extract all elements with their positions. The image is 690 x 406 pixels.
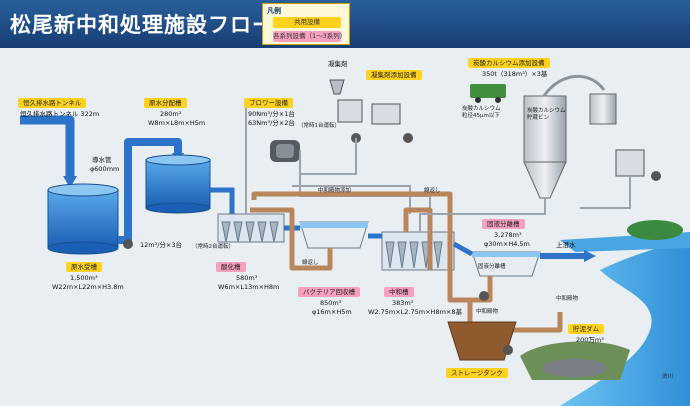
tunnel-spec: 恒久排水路トンネル 322m (20, 110, 100, 118)
clarifier-spec2: φ30m×H4.5m (484, 240, 530, 248)
raw-tank-label: 原水受槽 (66, 262, 102, 272)
storage-label: ストレージタンク (446, 368, 508, 378)
return-label-1: 線返し (302, 260, 319, 266)
blower-spec1: 90Nm³/分×1台 (248, 110, 295, 118)
neutralization-tank (381, 231, 455, 271)
conduit-pipe (118, 138, 182, 244)
sludge-line-label: 中和殿物 (556, 296, 579, 302)
oxidation-spec2: W6m×L13m×H8m (218, 283, 280, 291)
clarifier-label: 固液分離槽 (482, 219, 525, 229)
conduit-label: 導水管 (92, 156, 112, 164)
neutral-spec2: W2.75m×L2.75m×H8m×8基 (368, 308, 462, 316)
page-title: 松尾新中和処理施設フロー (10, 13, 274, 37)
raw-tank-spec1: 1,500m³ (70, 274, 98, 282)
clarifier-spec1: 3,278m³ (494, 231, 522, 239)
coagulant-tank-label: 凝集剤 (328, 60, 348, 68)
calcium-silo (523, 95, 567, 163)
bacteria-spec1: 850m³ (320, 299, 342, 307)
calcium-truck (470, 84, 506, 98)
neutral-label: 中和槽 (384, 287, 414, 297)
sludge-add-label: 中和殿物添加 (318, 188, 352, 194)
legend-title: 凡例 (267, 7, 281, 15)
calcium-hopper (589, 93, 617, 125)
coagulant-tank-2 (371, 103, 401, 125)
calcium-spec: 350t（318m³）×3基 (482, 70, 548, 78)
oxidation-label: 酸化槽 (216, 262, 246, 272)
header-bar: 松尾新中和処理施設フロー 凡例 共用設備 各系列設備（1～3系列） (0, 0, 690, 48)
silo-label: 炭酸カルシウム 貯蔵ビン (527, 108, 566, 121)
river-water (560, 240, 690, 406)
oxidation-spec1: 580m³ (236, 274, 258, 282)
supernatant-label: 上澄水 (556, 241, 576, 249)
neutral-spec1: 383m³ (392, 299, 414, 307)
calcium-label: 炭酸カルシウム添加設備 (468, 58, 550, 68)
flow-graphics (20, 75, 690, 406)
dam-label: 貯泥ダム (568, 324, 604, 334)
tunnel-label: 恒久排水路トンネル (18, 98, 87, 108)
raw-water-tank (47, 189, 119, 249)
truck-label: 炭酸カルシウム 粒径45μm以下 (462, 106, 501, 119)
storage-tank (447, 321, 517, 361)
pump-note: （常時2台運転） (192, 244, 234, 250)
return-line-1 (250, 207, 333, 271)
blower-spec2: 63Nm³/分×2台 (248, 119, 295, 127)
coagulant-tank-1 (337, 99, 363, 123)
legend-series-facilities: 各系列設備（1～3系列） (273, 31, 347, 42)
pump-rate: 12m³/分×3台 (140, 241, 182, 249)
return-label-2: 線返し (424, 188, 441, 194)
sludge-to-dam (510, 312, 563, 333)
distribution-label: 原水分配槽 (144, 98, 187, 108)
coagulant-hopper (329, 79, 345, 95)
coagulant-label: 凝集剤添加設備 (366, 70, 422, 80)
legend: 凡例 共用設備 各系列設備（1～3系列） (262, 3, 350, 45)
calcium-mixer (615, 149, 645, 177)
conduit-spec: φ600mm (90, 165, 120, 173)
tunnel-pipe (20, 115, 75, 178)
sludge-add-line (251, 191, 470, 303)
distribution-spec1: 280m³ (160, 110, 182, 118)
clarifier-inner-label: 固液分離槽 (478, 264, 506, 270)
distribution-spec2: W8m×L8m×H5m (148, 119, 206, 127)
blower-label: ブロワー設備 (244, 98, 293, 108)
bacteria-label: バクテリア回収槽 (298, 287, 360, 297)
return-line-2 (403, 207, 433, 270)
island (627, 220, 683, 240)
sludge-to-storage (467, 276, 493, 326)
dam-spec: 200万m³ (576, 336, 604, 344)
river-label: 渋川 (662, 374, 674, 380)
raw-tank-spec2: W22m×L22m×H3.8m (52, 283, 124, 291)
blower-note: （常時1台運転） (298, 123, 340, 129)
distribution-tank (145, 159, 211, 209)
sludge-label: 中和殿物 (476, 309, 499, 315)
bacteria-spec2: φ16m×H5m (312, 308, 352, 316)
legend-common-facilities: 共用設備 (273, 17, 341, 28)
raw-pump (123, 239, 133, 249)
